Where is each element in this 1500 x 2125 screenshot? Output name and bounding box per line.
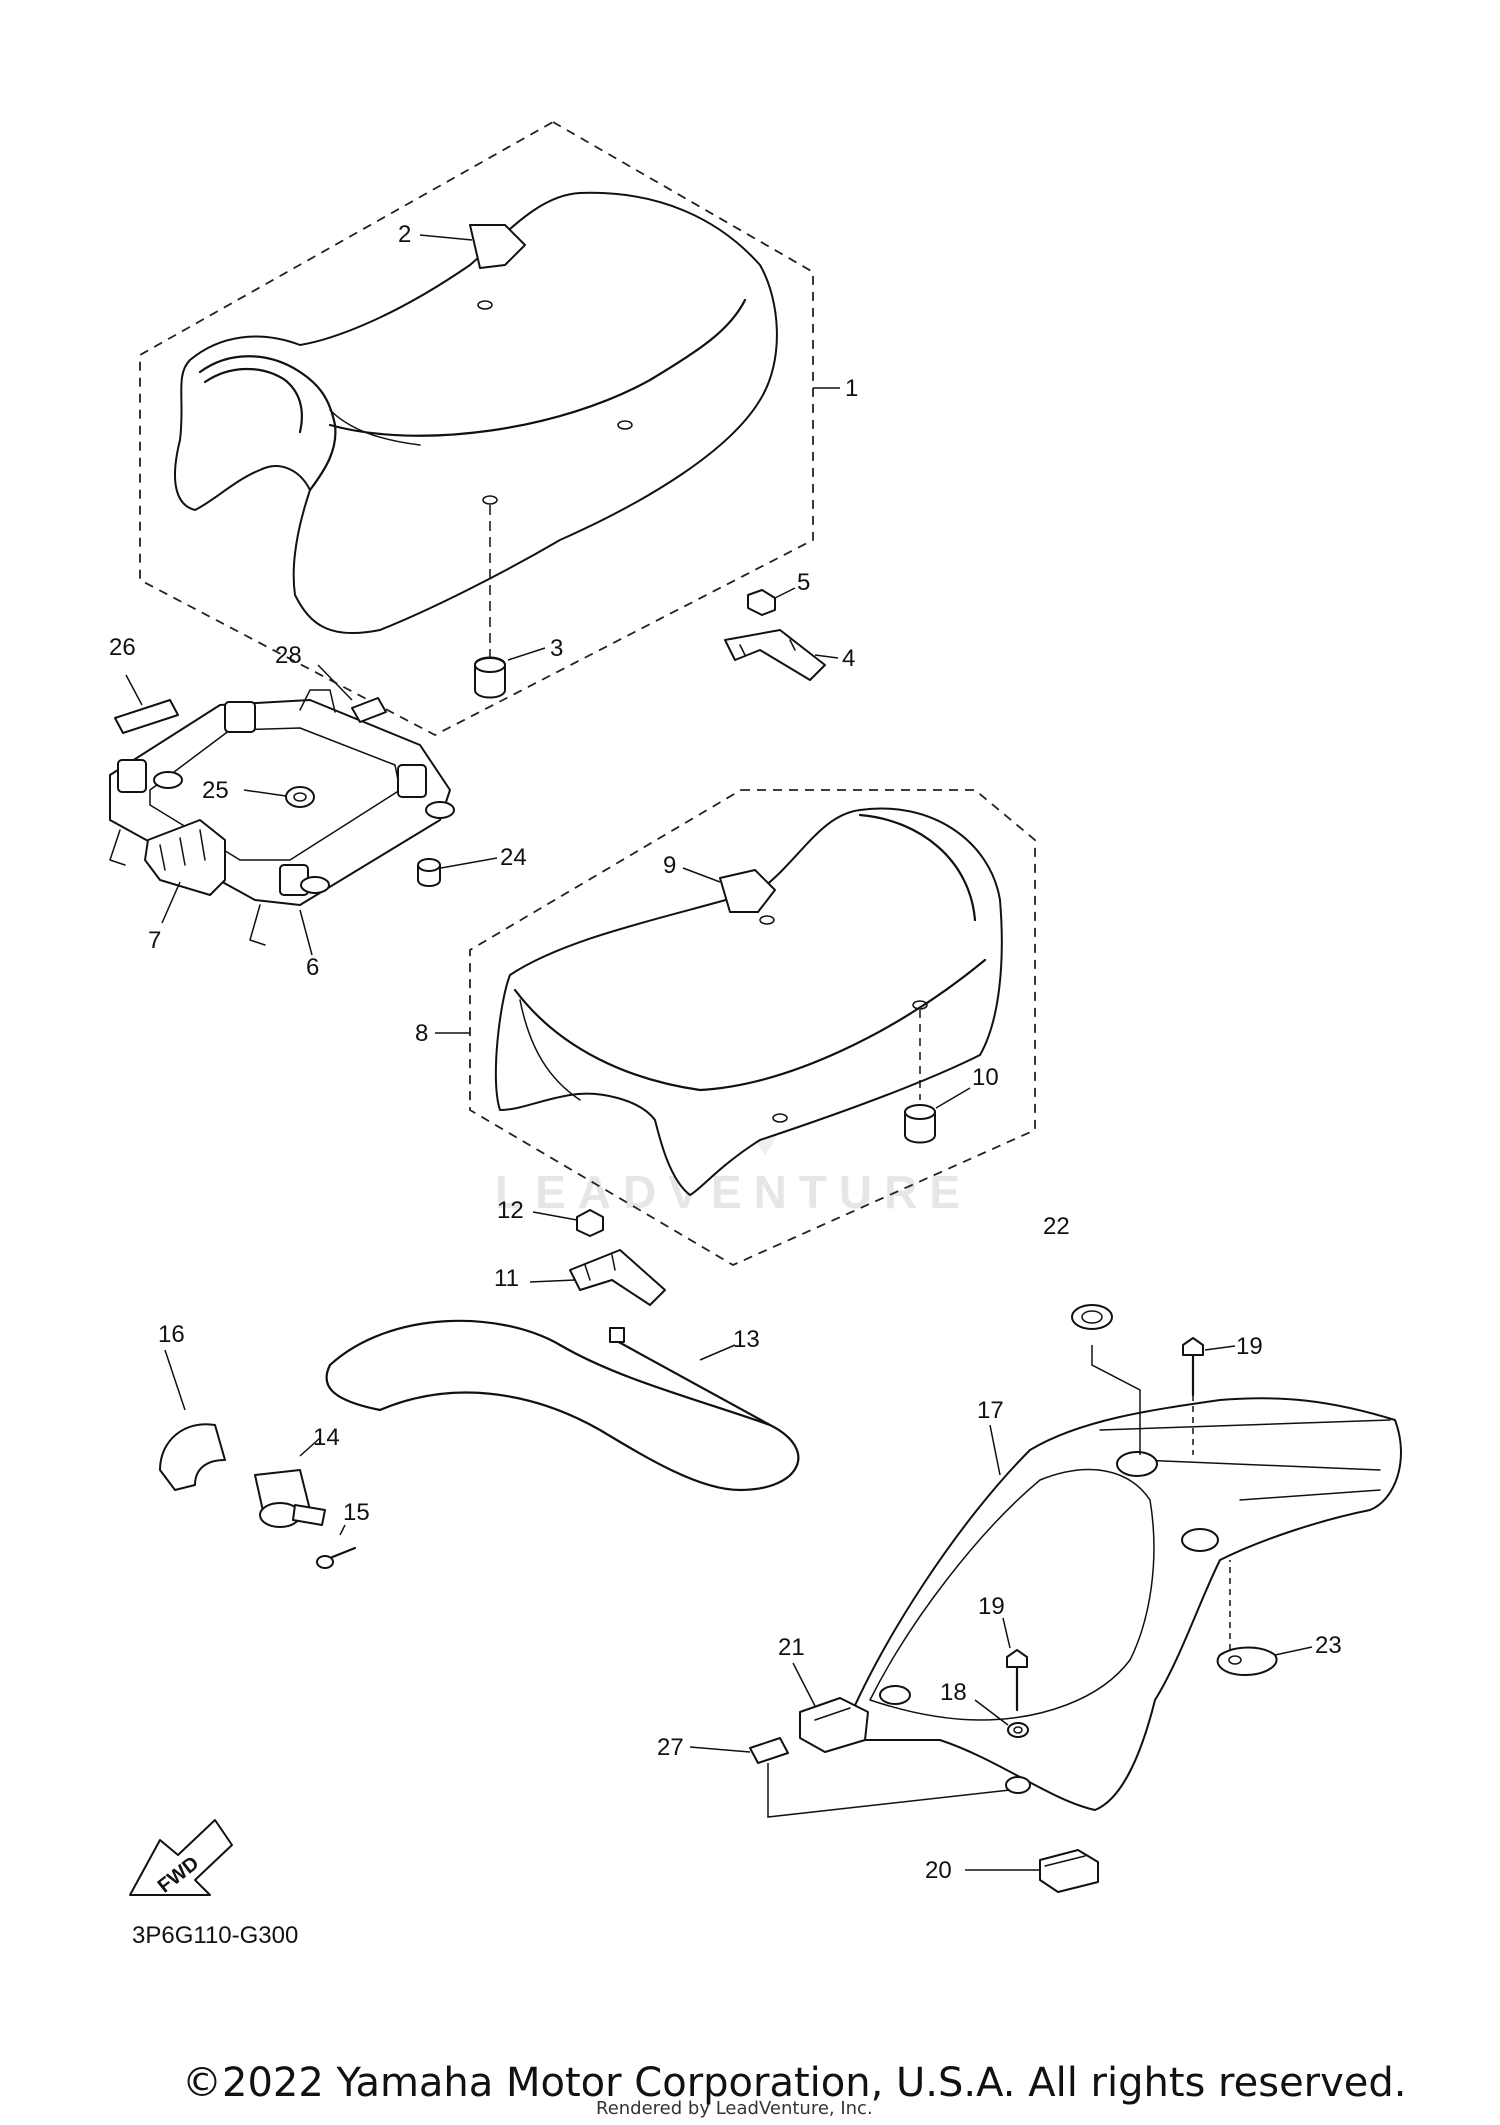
cable-loop	[325, 1343, 800, 1492]
callout-11: 11	[494, 1265, 519, 1292]
callout-28: 28	[275, 642, 302, 669]
rear-frame-outer	[839, 1397, 1402, 1811]
seat-lock-catch	[144, 819, 226, 924]
callout-13: 13	[733, 1326, 760, 1353]
rear-frame-ribs	[1099, 1419, 1391, 1501]
rear-frame	[839, 1397, 1402, 1811]
callout-4: 4	[842, 645, 855, 672]
front-seat-frame-inner	[203, 367, 303, 434]
callout-20: 20	[925, 1857, 952, 1884]
cable-upper	[328, 1319, 562, 1367]
rendered-by-notice: Rendered by LeadVenture, Inc.	[596, 2098, 873, 2119]
diagram-code: 3P6G110-G300	[132, 1922, 299, 1949]
callout-22: 22	[1043, 1213, 1070, 1240]
rear-frame-opening	[869, 1468, 1155, 1721]
seat-lock-cable	[325, 1319, 800, 1492]
rear-seat-rim	[858, 813, 977, 922]
front-seat-frame-edge	[198, 355, 337, 492]
front-seat-damper	[474, 647, 546, 699]
bolt-19-upper	[1182, 1337, 1236, 1455]
strap-tag	[419, 224, 526, 269]
seat-lock-cylinder	[254, 1437, 326, 1528]
label-sticker-27	[689, 1737, 1011, 1818]
callout-24: 24	[500, 844, 527, 871]
callout-1: 1	[845, 375, 858, 402]
callout-2: 2	[398, 221, 411, 248]
rear-seat-dashed-boundary	[469, 789, 1036, 1267]
callout-19-lower: 19	[978, 1593, 1005, 1620]
grommet	[243, 786, 315, 808]
seat-lock-bracket	[529, 1249, 666, 1306]
rubber-pad	[792, 1662, 869, 1753]
watermark-text: LEADVENTURE	[495, 1166, 972, 1218]
callout-3: 3	[550, 635, 563, 662]
label-sticker-28	[317, 664, 387, 723]
bracket-lug	[299, 689, 336, 713]
seat-bracket-frame	[109, 689, 455, 956]
front-seat-group	[139, 120, 814, 737]
callout-6: 6	[306, 954, 319, 981]
callout-14: 14	[313, 1424, 340, 1451]
nut	[747, 587, 796, 616]
rear-seat-body	[494, 807, 1003, 1196]
front-seat-hole-2	[617, 420, 633, 430]
small-damper	[417, 857, 498, 887]
callout-18: 18	[940, 1679, 967, 1706]
callout-8: 8	[415, 1020, 428, 1047]
nut-12	[532, 1209, 604, 1237]
front-seat-side	[329, 409, 421, 446]
rear-seat-damper	[904, 1087, 971, 1144]
rubber-grommet	[1071, 1304, 1141, 1455]
callout-27: 27	[657, 1734, 684, 1761]
callout-10: 10	[972, 1064, 999, 1091]
bracket-hook-left	[109, 829, 126, 866]
rear-seat-hole-3	[912, 1000, 928, 1010]
label-sticker-26	[114, 674, 179, 734]
rear-strap-tag	[682, 867, 776, 913]
rear-seat-crease	[513, 958, 987, 1092]
callout-17: 17	[977, 1397, 1004, 1424]
screw-15	[316, 1524, 357, 1569]
callout-19-upper: 19	[1236, 1333, 1263, 1360]
front-seat-crease	[328, 298, 747, 437]
clamp-plate	[1216, 1560, 1313, 1676]
callout-15: 15	[343, 1499, 370, 1526]
front-seat-dashed-boundary	[139, 120, 814, 737]
rear-seat-hole-1	[759, 915, 775, 925]
callout-labels: 1 2 3 4 5 6 7 8 9 10 11 12 13 14 15 16 1…	[109, 221, 1342, 1884]
callout-9: 9	[663, 852, 676, 879]
rear-seat-group	[435, 789, 1036, 1267]
washer	[974, 1699, 1029, 1738]
callout-5: 5	[797, 569, 810, 596]
front-seat-body	[174, 191, 778, 635]
callout-23: 23	[1315, 1632, 1342, 1659]
copyright-notice: ©2022 Yamaha Motor Corporation, U.S.A. A…	[182, 2060, 1407, 2106]
callout-12: 12	[497, 1197, 524, 1224]
front-seat-hole-1	[477, 300, 493, 310]
callout-21: 21	[778, 1634, 805, 1661]
callout-25: 25	[202, 777, 229, 804]
fwd-arrow-icon: FWD	[129, 1819, 233, 1898]
callout-16: 16	[158, 1321, 185, 1348]
rear-seat-side	[519, 999, 581, 1101]
rubber-cap	[965, 1849, 1099, 1893]
seat-hook-bracket	[724, 629, 839, 681]
bracket-hook-right	[249, 904, 266, 946]
bolt-19-lower	[1002, 1617, 1028, 1712]
callout-7: 7	[148, 927, 161, 954]
rear-seat-hole-2	[772, 1113, 788, 1123]
callout-26: 26	[109, 634, 136, 661]
lock-plate	[159, 1349, 226, 1491]
front-seat-hole-3	[482, 495, 498, 505]
